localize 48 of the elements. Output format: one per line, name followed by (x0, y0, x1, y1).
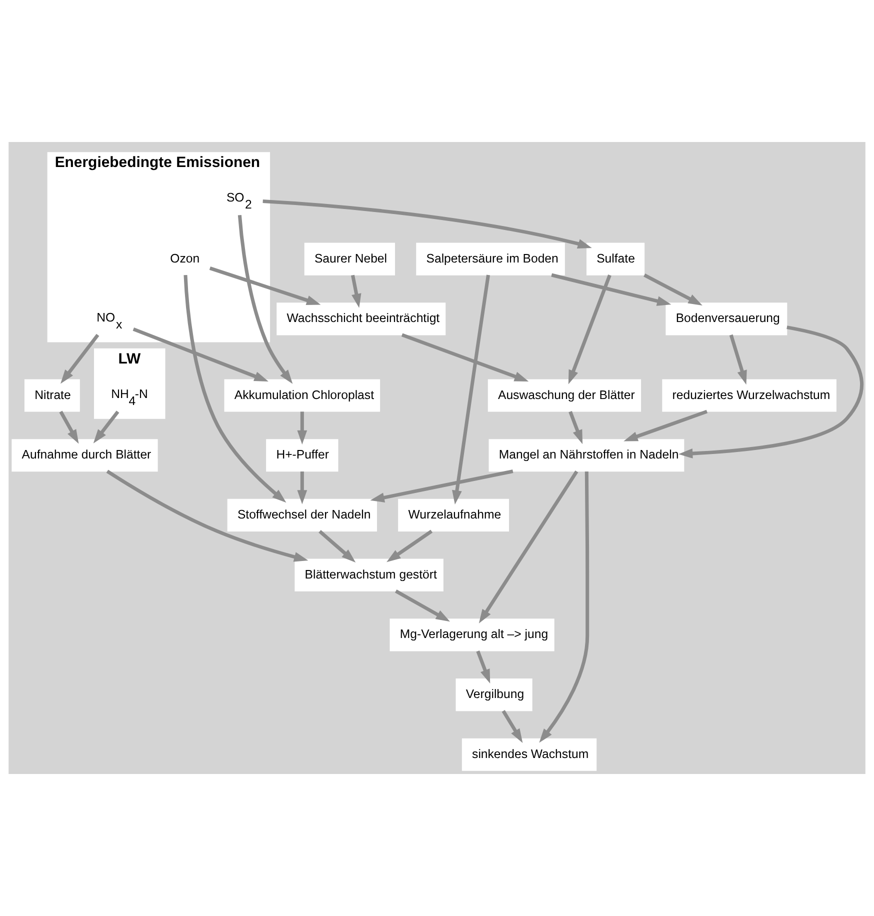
node-box: Nitrate (24, 379, 80, 412)
node-box: Mangel an Nährstoffen in Nadeln (488, 439, 684, 472)
node-box: Sulfate (586, 242, 645, 276)
arrow (106, 470, 308, 562)
arrow (209, 266, 321, 305)
arrow (370, 470, 514, 502)
arrow (452, 274, 490, 505)
node-box: Stoffwechsel der Nadeln (227, 498, 377, 532)
node-box: sinkendes Wachstum (462, 738, 597, 771)
arrow (502, 710, 523, 743)
node-box: Wurzelaufnahme (398, 498, 509, 532)
arrow (539, 471, 590, 743)
arrow (551, 273, 672, 306)
arrow (318, 530, 356, 563)
arrow (184, 274, 286, 503)
node-box: Mg-Verlagerung alt –> jung (390, 618, 554, 652)
arrow (59, 410, 79, 444)
arrow (297, 412, 308, 444)
node-box: Wachsschicht beeinträchtigt (276, 302, 446, 336)
arrow (568, 274, 612, 384)
node-box: Aufnahme durch Blätter (12, 439, 158, 472)
arrow (394, 590, 450, 622)
node-box: Bodenversauerung (666, 302, 788, 336)
node-box: H+-Puffer (266, 439, 338, 472)
arrow (60, 334, 100, 384)
arrow (297, 472, 308, 504)
node-box: Salpetersäure im Boden (416, 242, 565, 276)
node-box: Auswaschung der Blätter (488, 379, 642, 412)
node-box: Vergilbung (456, 678, 532, 712)
arrow (624, 410, 708, 442)
arrow (132, 327, 268, 382)
arrow (350, 274, 362, 308)
arrow (678, 326, 864, 458)
arrow (729, 334, 747, 385)
node-text: Ozon (170, 251, 200, 266)
arrow (386, 530, 433, 562)
arrow (93, 410, 120, 444)
arrow (478, 470, 578, 624)
arrow (238, 215, 293, 384)
node-box: Saurer Nebel (304, 242, 396, 276)
node-box: reduziertes Wurzelwachstum (662, 379, 836, 412)
arrow (476, 650, 490, 684)
arrow (401, 333, 529, 382)
node-box: Blätterwachstum gestört (294, 558, 444, 592)
arrow (262, 199, 592, 249)
node-box: Akkumulation Chloroplast (224, 379, 380, 412)
arrow (568, 411, 583, 444)
arrow (644, 274, 702, 306)
